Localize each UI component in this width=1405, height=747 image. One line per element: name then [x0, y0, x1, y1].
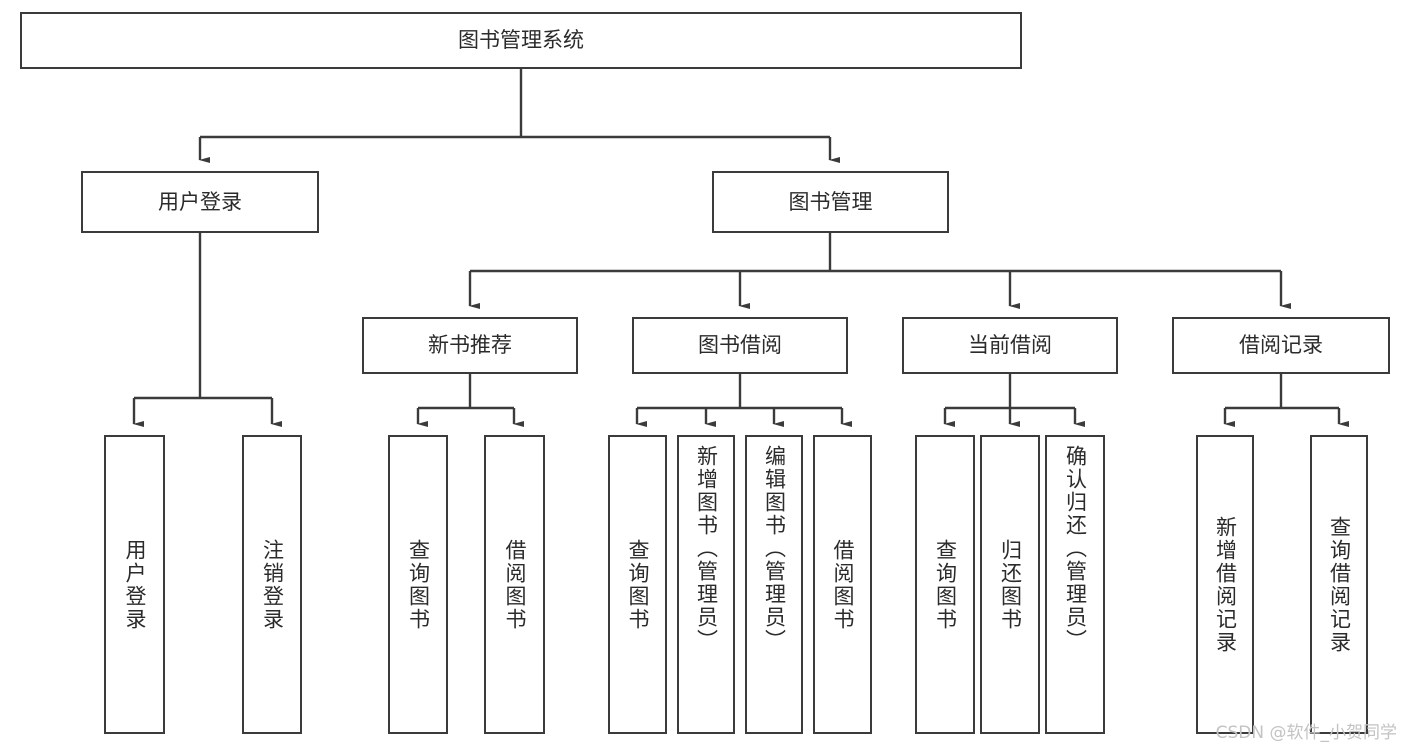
- node-leaf-borrow-book-recommend[interactable]: 借阅图书: [484, 435, 545, 734]
- node-leaf-add-book-admin[interactable]: 新增图书（管理员）: [677, 435, 735, 734]
- node-leaf-return-book-label: 归还图书: [998, 538, 1023, 631]
- node-leaf-query-book-current-label: 查询图书: [933, 538, 958, 631]
- node-leaf-borrow-book-recommend-label: 借阅图书: [503, 538, 527, 631]
- node-leaf-borrow-book-label: 借阅图书: [831, 538, 855, 631]
- node-book-manage-label: 图书管理: [788, 189, 873, 214]
- node-leaf-add-borrow-record[interactable]: 新增借阅记录: [1196, 435, 1254, 734]
- node-leaf-query-book-current[interactable]: 查询图书: [915, 435, 975, 734]
- node-leaf-edit-book-admin-label: 编辑图书（管理员）: [762, 445, 787, 652]
- node-leaf-add-borrow-record-label: 新增借阅记录: [1213, 515, 1238, 654]
- node-leaf-borrow-book[interactable]: 借阅图书: [813, 435, 872, 734]
- node-leaf-user-login-label: 用户登录: [123, 538, 147, 631]
- node-leaf-query-book-borrow[interactable]: 查询图书: [608, 435, 667, 734]
- node-new-book-recommend[interactable]: 新书推荐: [362, 317, 578, 374]
- node-book-borrow[interactable]: 图书借阅: [632, 317, 848, 374]
- node-root-label: 图书管理系统: [458, 28, 584, 53]
- node-borrow-record[interactable]: 借阅记录: [1172, 317, 1390, 374]
- node-leaf-return-book[interactable]: 归还图书: [980, 435, 1040, 734]
- node-leaf-query-book-borrow-label: 查询图书: [626, 538, 650, 631]
- node-leaf-confirm-return-admin-label: 确认归还（管理员）: [1063, 445, 1088, 652]
- csdn-watermark: CSDN @软件_小贺同学: [1215, 723, 1397, 743]
- node-leaf-logout-label: 注销登录: [260, 538, 285, 631]
- node-book-manage[interactable]: 图书管理: [712, 171, 949, 233]
- node-leaf-add-book-admin-label: 新增图书（管理员）: [694, 445, 719, 652]
- node-new-book-recommend-label: 新书推荐: [428, 333, 512, 358]
- node-current-borrow-label: 当前借阅: [968, 333, 1052, 358]
- node-leaf-query-book-recommend[interactable]: 查询图书: [388, 435, 448, 734]
- node-current-borrow[interactable]: 当前借阅: [902, 317, 1118, 374]
- node-leaf-user-login[interactable]: 用户登录: [104, 435, 165, 734]
- node-leaf-logout[interactable]: 注销登录: [242, 435, 302, 734]
- node-leaf-confirm-return-admin[interactable]: 确认归还（管理员）: [1045, 435, 1105, 734]
- node-root-system[interactable]: 图书管理系统: [20, 12, 1022, 69]
- node-borrow-record-label: 借阅记录: [1239, 333, 1323, 358]
- node-leaf-query-borrow-record[interactable]: 查询借阅记录: [1310, 435, 1368, 734]
- node-user-login[interactable]: 用户登录: [81, 171, 319, 233]
- node-user-login-label: 用户登录: [158, 189, 242, 214]
- node-leaf-query-book-recommend-label: 查询图书: [406, 538, 431, 631]
- node-book-borrow-label: 图书借阅: [698, 333, 782, 358]
- node-leaf-edit-book-admin[interactable]: 编辑图书（管理员）: [745, 435, 803, 734]
- node-leaf-query-borrow-record-label: 查询借阅记录: [1327, 515, 1352, 654]
